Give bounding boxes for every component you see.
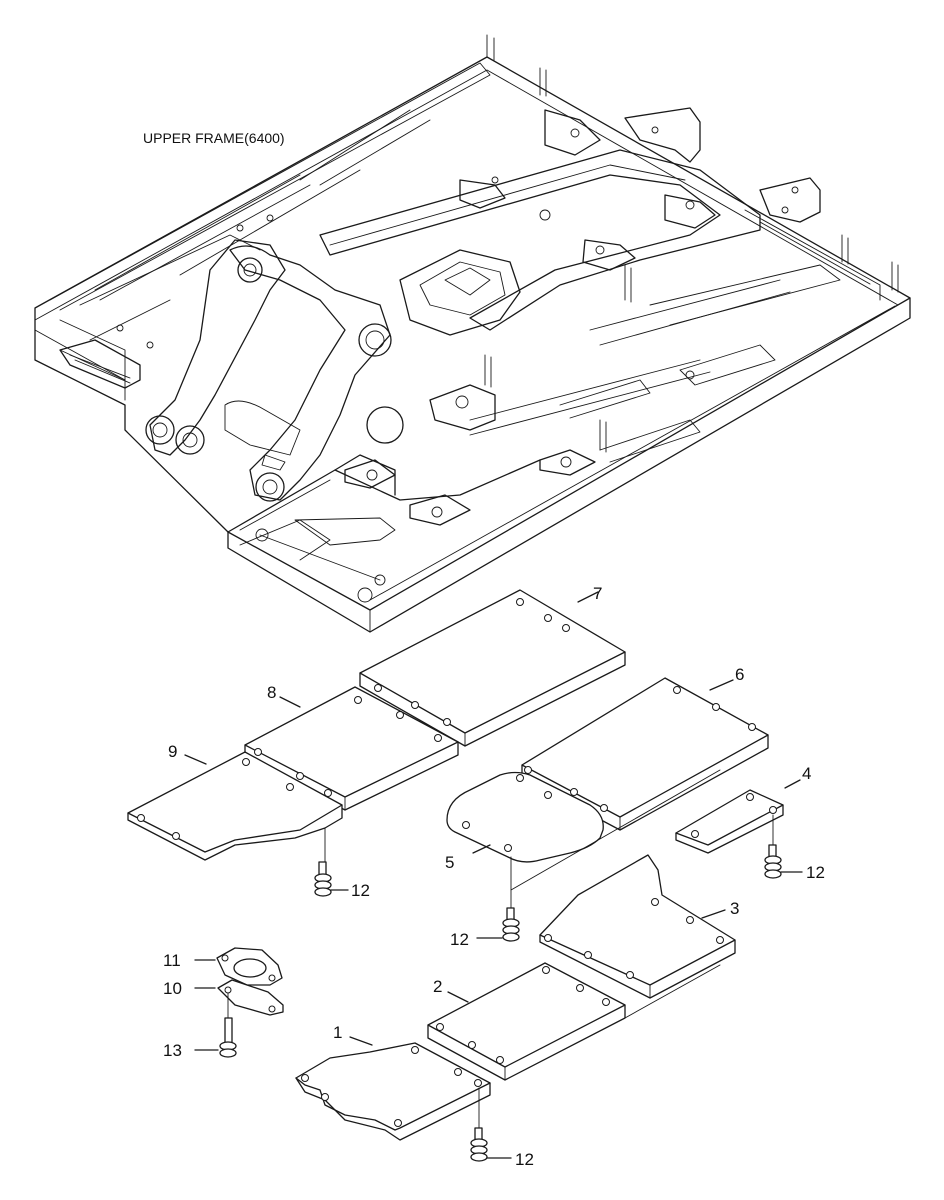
bolt-12-bottom bbox=[470, 1127, 512, 1162]
part-5-plate bbox=[446, 769, 721, 909]
label-6: 6 bbox=[735, 665, 744, 684]
label-3: 3 bbox=[730, 899, 739, 918]
label-12-middle: 12 bbox=[450, 930, 469, 949]
label-1: 1 bbox=[333, 1023, 342, 1042]
label-2: 2 bbox=[433, 977, 442, 996]
label-5: 5 bbox=[445, 853, 454, 872]
label-7: 7 bbox=[593, 584, 602, 603]
bolt-12-middle bbox=[476, 907, 520, 942]
label-4: 4 bbox=[802, 764, 811, 783]
part-10-gasket bbox=[194, 979, 284, 1019]
label-12-bottom: 12 bbox=[515, 1150, 534, 1169]
label-8: 8 bbox=[267, 683, 276, 702]
part-11-gasket bbox=[194, 947, 283, 986]
part-9-plate bbox=[127, 751, 343, 863]
part-2-plate bbox=[427, 962, 721, 1081]
label-13: 13 bbox=[163, 1041, 182, 1060]
bolt-12-left bbox=[314, 861, 349, 897]
label-12-left: 12 bbox=[351, 881, 370, 900]
bolt-12-right bbox=[764, 844, 803, 879]
part-4-plate bbox=[675, 779, 801, 854]
upper-frame-drawing bbox=[34, 34, 911, 633]
label-9: 9 bbox=[168, 742, 177, 761]
label-11: 11 bbox=[163, 951, 181, 970]
part-7-plate bbox=[359, 589, 626, 747]
part-1-plate bbox=[295, 1036, 491, 1141]
part-8-plate bbox=[244, 686, 459, 811]
bolt-13 bbox=[194, 1017, 237, 1058]
upper-frame-title: UPPER FRAME(6400) bbox=[143, 130, 285, 146]
part-3-plate bbox=[539, 854, 736, 999]
label-10: 10 bbox=[163, 979, 182, 998]
label-12-right: 12 bbox=[806, 863, 825, 882]
